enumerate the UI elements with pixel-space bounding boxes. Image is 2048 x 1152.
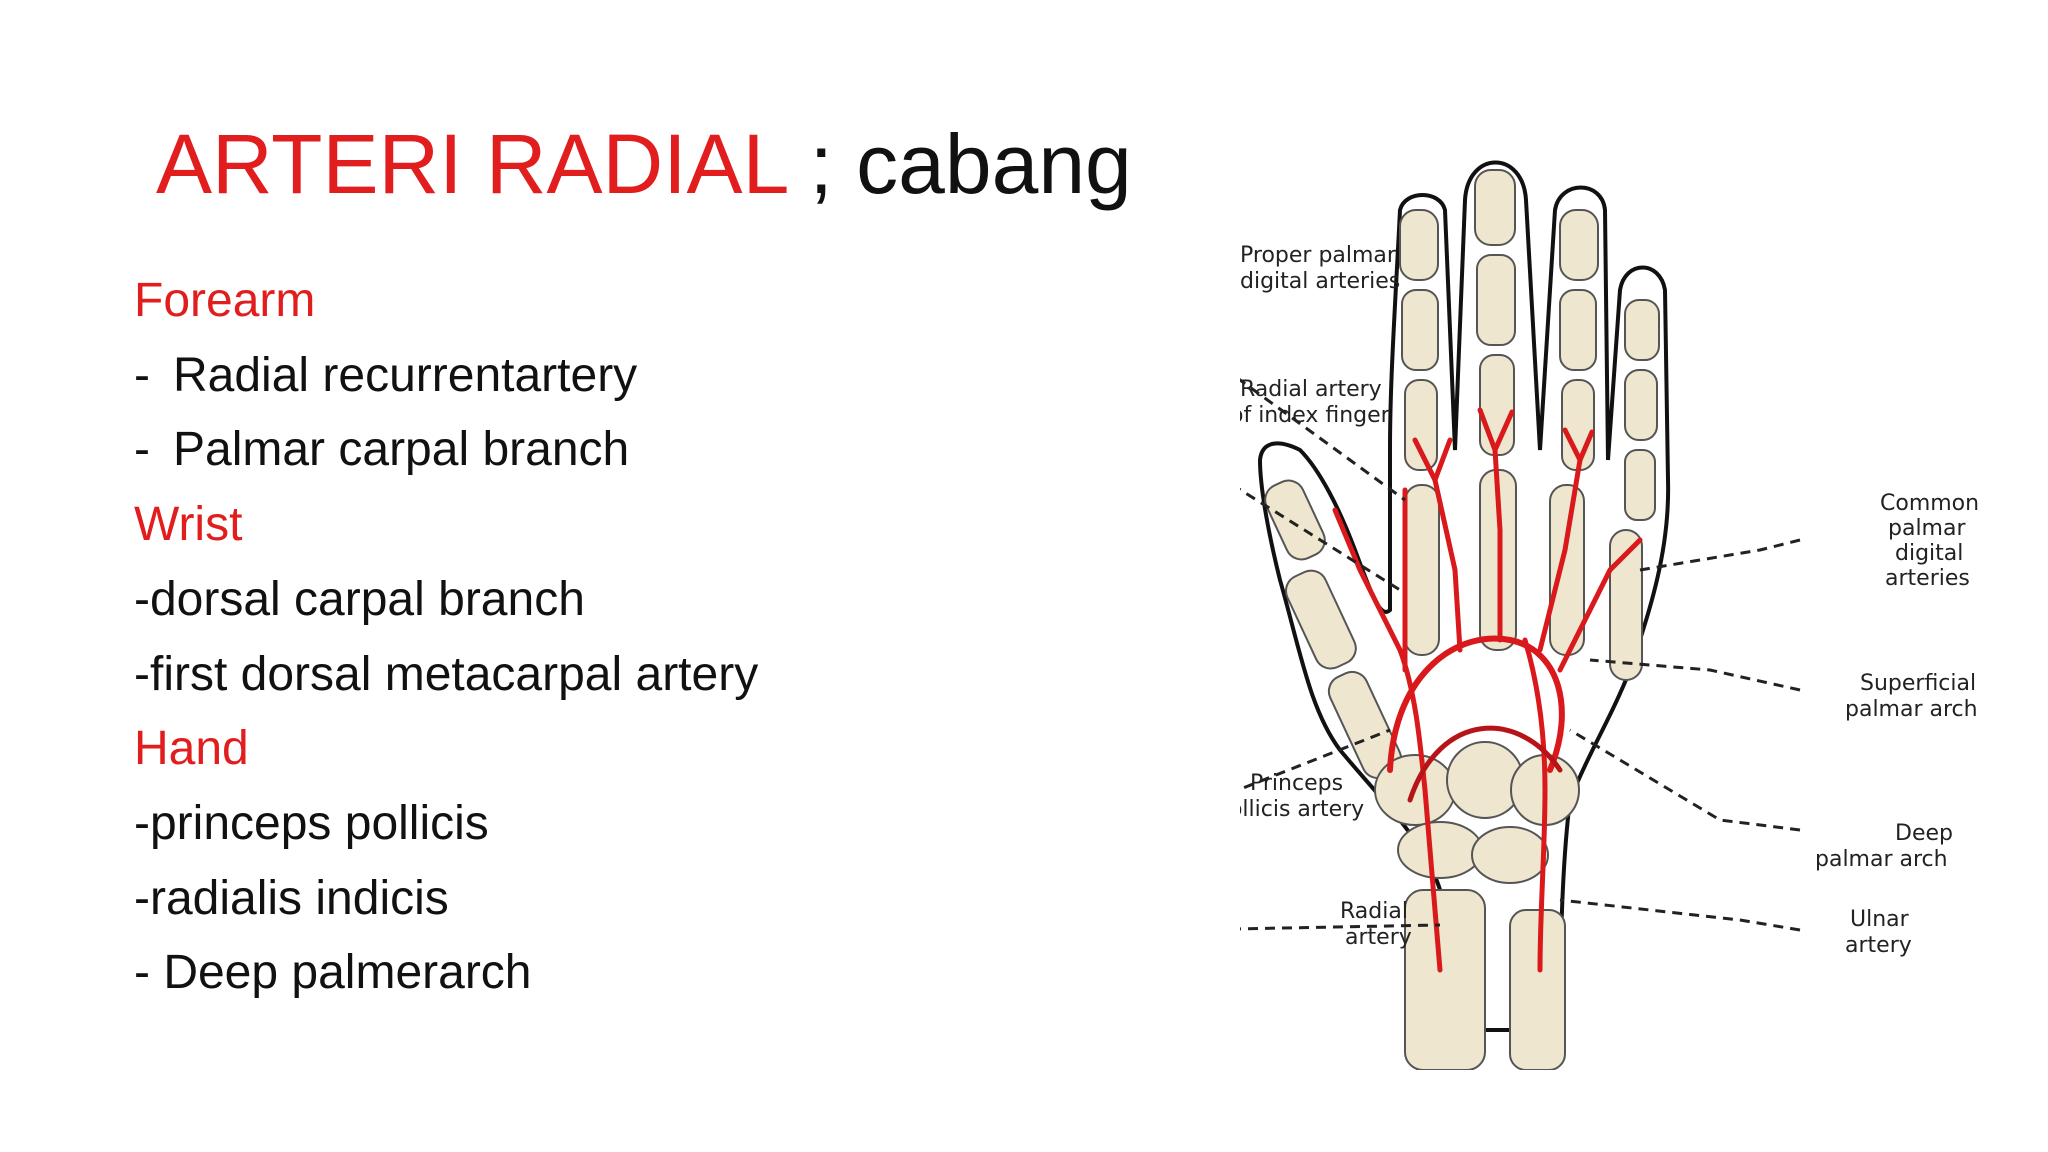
label-deep-1: Deep — [1895, 821, 1953, 846]
label-common-3: digital — [1895, 541, 1963, 566]
list-item: -Radial recurrentartery — [134, 339, 758, 414]
list-item-text: Radial recurrentartery — [173, 348, 638, 402]
label-common-4: arteries — [1885, 566, 1970, 591]
label-superficial-2: palmar arch — [1845, 697, 1978, 722]
hand-artery-illustration — [1240, 160, 1801, 1070]
list-item: -dorsal carpal branch — [134, 572, 585, 626]
label-deep-2: palmar arch — [1815, 847, 1948, 872]
label-ulnar-2: artery — [1845, 933, 1912, 958]
section-heading-forearm: Forearm — [134, 274, 316, 327]
label-radial-index-2: of index finger — [1240, 403, 1391, 428]
diagram-labels: Proper palmar digital arteries Radial ar… — [1240, 243, 1979, 958]
slide-title: ARTERI RADIAL ; cabang — [156, 118, 1132, 210]
list-item: -Palmar carpal branch — [134, 413, 758, 488]
label-ulnar-1: Ulnar — [1850, 907, 1910, 932]
arteries — [1332, 407, 1643, 973]
label-princeps-1: Princeps — [1250, 771, 1343, 796]
list-item: - Deep palmerarch — [134, 946, 532, 1000]
list-item: -first dorsal metacarpal artery — [134, 647, 759, 701]
section-heading-hand: Hand — [134, 722, 249, 776]
list-item: -radialis indicis — [134, 871, 449, 925]
label-proper-palmar-1: Proper palmar — [1240, 243, 1397, 268]
bullet-content: Forearm -Radial recurrentartery -Palmar … — [134, 264, 758, 1011]
dash-prefix: - — [134, 348, 150, 402]
label-radial-index-1: Radial artery — [1240, 377, 1382, 402]
label-common-1: Common — [1880, 491, 1979, 516]
list-item-text: Palmar carpal branch — [173, 423, 630, 477]
label-superficial-1: Superficial — [1860, 671, 1976, 696]
label-group: Proper palmar digital arteries Radial ar… — [1240, 243, 1979, 958]
label-common-2: palmar — [1888, 516, 1966, 541]
label-radial-2: artery — [1345, 925, 1412, 950]
hand-artery-diagram: Proper palmar digital arteries Radial ar… — [1240, 150, 2040, 1070]
title-suffix: ; cabang — [786, 117, 1132, 211]
bones — [1264, 169, 1660, 1070]
leader-lines — [1240, 378, 1801, 932]
section-heading-wrist: Wrist — [134, 498, 243, 552]
label-proper-palmar-2: digital arteries — [1240, 269, 1400, 294]
title-main: ARTERI RADIAL — [156, 117, 787, 211]
label-princeps-2: pollicis artery — [1240, 797, 1364, 822]
dash-prefix: - — [134, 423, 150, 477]
label-radial-1: Radial — [1340, 899, 1408, 924]
list-item: -princeps pollicis — [134, 796, 489, 850]
